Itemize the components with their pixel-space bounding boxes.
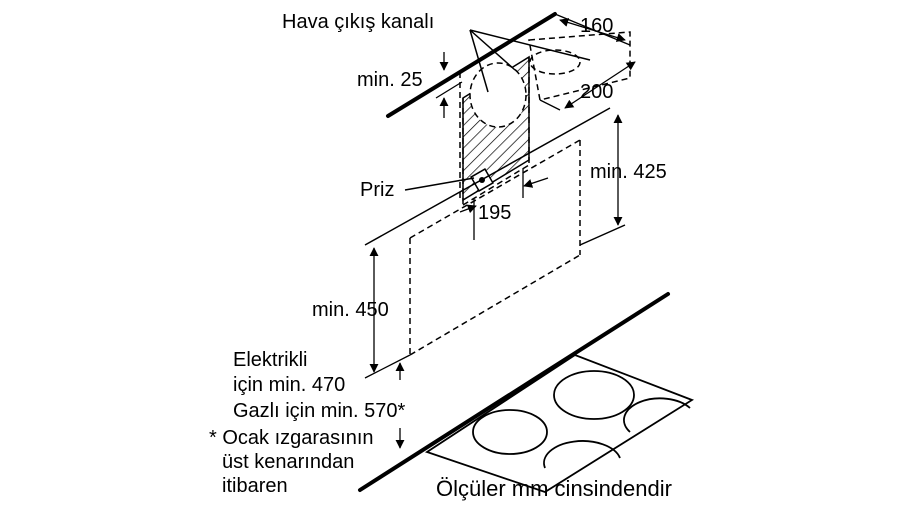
hob-ring <box>623 397 691 433</box>
gas-label: Gazlı için min. 570* <box>233 400 406 422</box>
electric-label-1: Elektrikli <box>233 349 307 371</box>
dim195-label: 195 <box>478 202 511 224</box>
note-line-2: üst kenarından <box>222 451 354 473</box>
hood-outline <box>364 107 626 356</box>
air-outlet-opening <box>469 31 631 128</box>
cooktop <box>358 292 695 493</box>
hob-ring <box>472 409 548 455</box>
min425-label: min. 425 <box>590 161 667 183</box>
min450-label: min. 450 <box>312 299 389 321</box>
note-line-1: * Ocak ızgarasının <box>209 427 374 449</box>
ceiling-line <box>386 12 557 118</box>
hob-ring <box>553 370 635 420</box>
hob-ring <box>543 440 621 469</box>
leader-lines <box>404 29 591 191</box>
socket-label: Priz <box>360 179 394 201</box>
dim160-label: 160 <box>580 15 613 37</box>
units-note: Ölçüler mm cinsindendir <box>436 476 672 501</box>
electric-label-2: için min. 470 <box>233 374 345 396</box>
air-outlet-label: Hava çıkış kanalı <box>282 11 434 33</box>
min25-label: min. 25 <box>357 69 423 91</box>
dim200-label: 200 <box>580 81 613 103</box>
dimension-lines <box>364 13 636 449</box>
note-line-3: itibaren <box>222 475 288 497</box>
